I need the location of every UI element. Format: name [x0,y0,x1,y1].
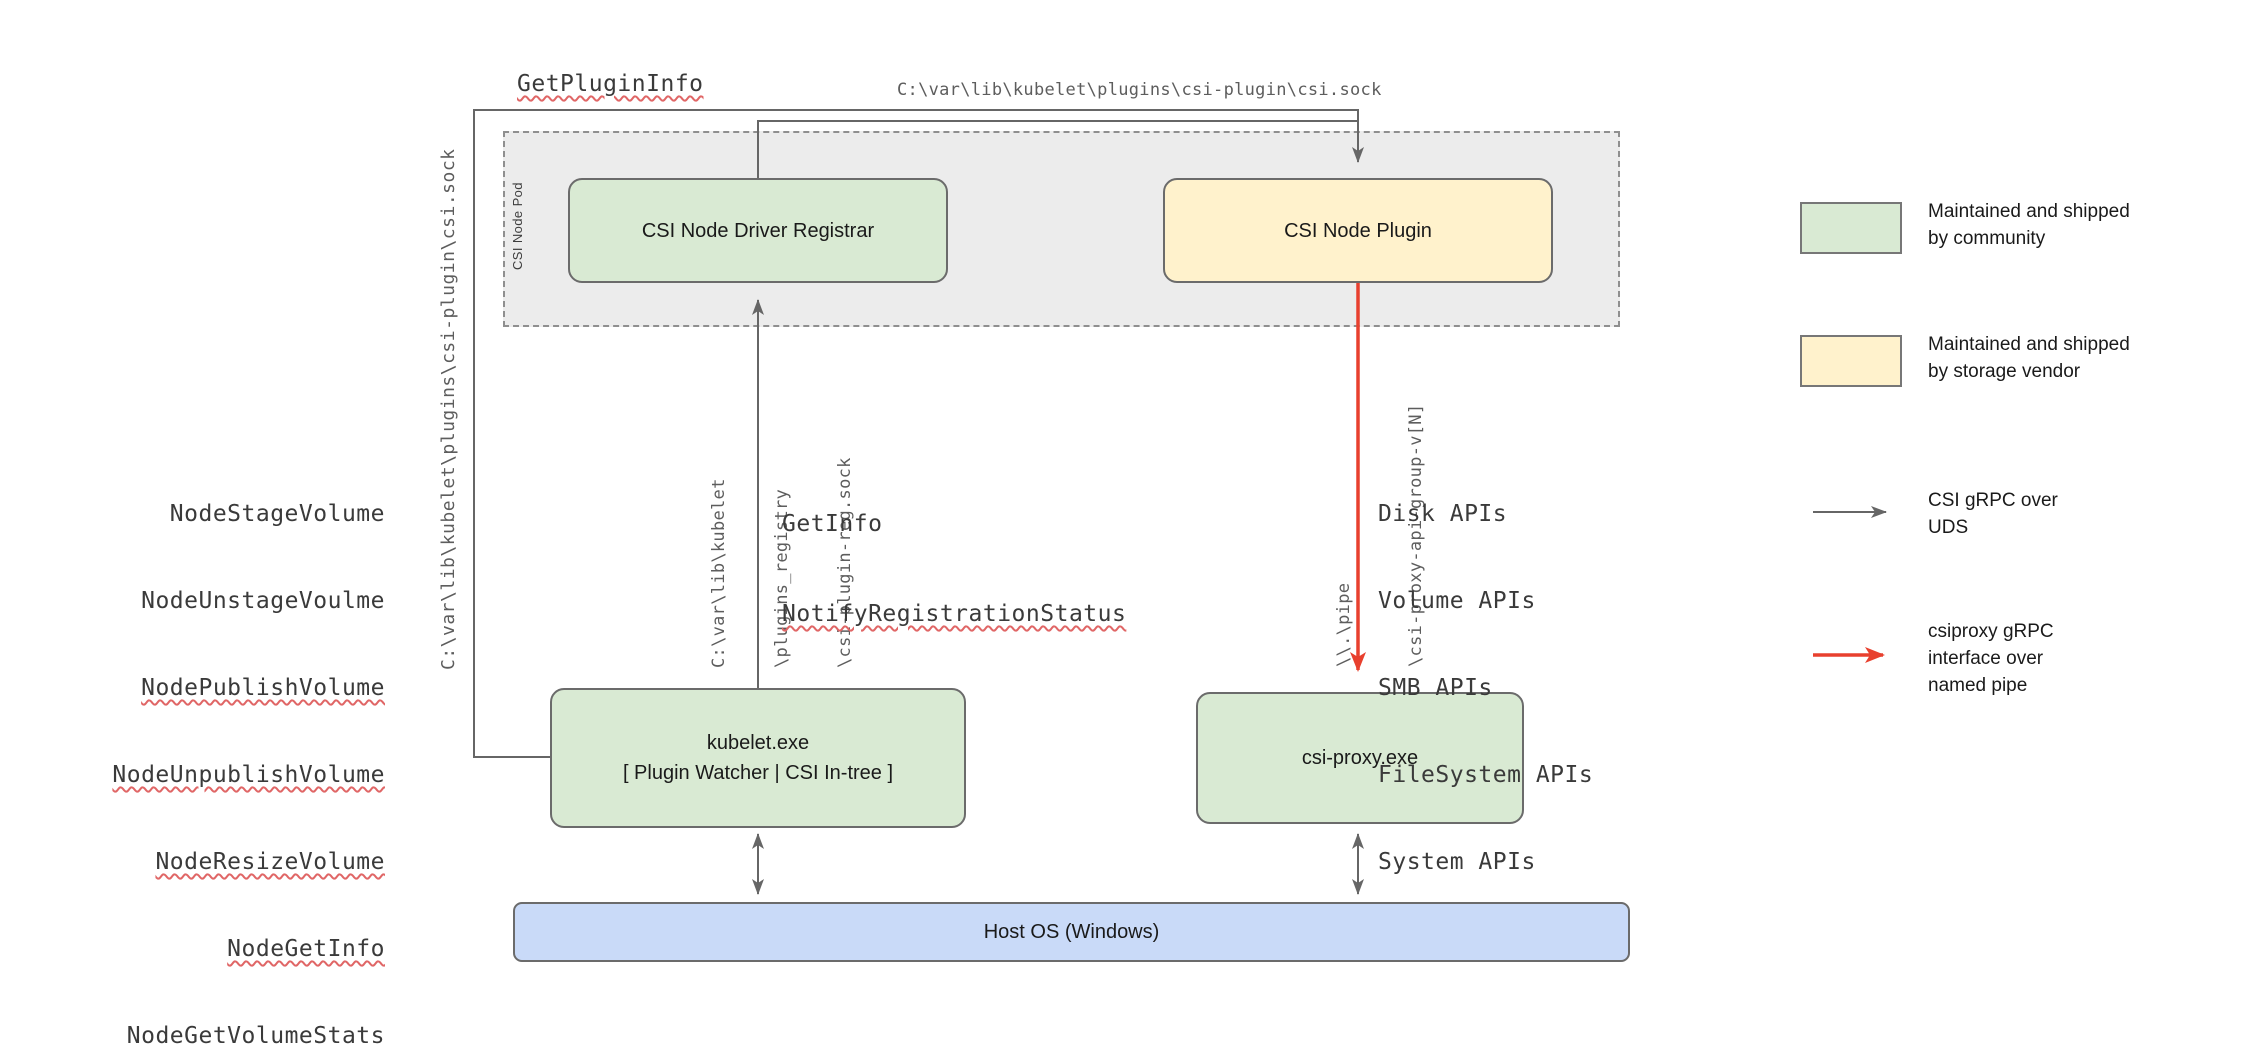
legend-vendor-swatch [1800,335,1902,387]
csi-node-pod-label: CSI Node Pod [510,182,525,270]
csi-node-driver-registrar-label: CSI Node Driver Registrar [641,219,875,242]
legend-uds-arrow-label: CSI gRPC over UDS [1928,490,2058,538]
get-info-label: GetInfo [782,511,883,537]
kubelet-box: kubelet.exe [ Plugin Watcher | CSI In-tr… [550,688,966,828]
api-list-item: Disk APIs [1378,501,1508,527]
node-call-label: NodeUnpublishVolume [112,762,385,788]
node-call-label: NodePublishVolume [141,675,385,701]
node-call-label: NodeUnstageVoulme [141,588,385,614]
legend-pipe-arrow-label: csiproxy gRPC interface over named pipe [1928,621,2054,696]
node-call-label: NodeGetVolumeStats [126,1023,385,1044]
named-pipe-path-label: \\.\pipe \csi-proxy-api-group-v[N] [1284,375,1426,667]
legend-vendor-label: Maintained and shipped by storage vendor [1928,334,2130,382]
kubelet-label: kubelet.exe [706,732,810,754]
legend-community-swatch [1800,202,1902,254]
host-os-box: Host OS (Windows) [513,902,1630,962]
csi-sock-path-vertical-label: C:\var\lib\kubelet\plugins\csi-plugin\cs… [438,148,459,671]
api-list-item: System APIs [1378,849,1536,875]
node-call-label: NodeGetInfo [227,936,385,962]
csi-node-plugin-box: CSI Node Plugin [1163,178,1553,283]
host-os-label: Host OS (Windows) [983,920,1160,943]
node-call-label: NodeResizeVolume [155,849,385,875]
csi-proxy-api-list: Disk APIs Volume APIs SMB APIs FileSyste… [1378,442,1593,935]
api-list-item: FileSystem APIs [1378,762,1594,788]
node-rpc-call-list: NodeStageVolume NodeUnstageVoulme NodePu… [100,442,385,1044]
registration-rpc-labels: GetInfo NotifyRegistrationStatus [782,449,1126,689]
csi-node-plugin-label: CSI Node Plugin [1284,219,1432,242]
notify-registration-status-label: NotifyRegistrationStatus [782,601,1127,627]
kubelet-sublabel: [ Plugin Watcher | CSI In-tree ] [622,762,894,784]
csi-node-driver-registrar-box: CSI Node Driver Registrar [568,178,948,283]
pipe-path-line: \\.\pipe [1334,582,1354,667]
csi-sock-path-label: C:\var\lib\kubelet\plugins\csi-plugin\cs… [897,80,1382,100]
api-list-item: Volume APIs [1378,588,1536,614]
plugin-registration-socket-label: C:\var\lib\kubelet \plugins_registry \cs… [667,456,855,668]
get-plugin-info-label: GetPluginInfo [517,71,704,97]
reg-sock-path-line: C:\var\lib\kubelet [709,478,729,668]
legend-community-label: Maintained and shipped by community [1928,201,2130,249]
node-call-label: NodeStageVolume [169,501,385,527]
api-list-item: SMB APIs [1378,675,1493,701]
